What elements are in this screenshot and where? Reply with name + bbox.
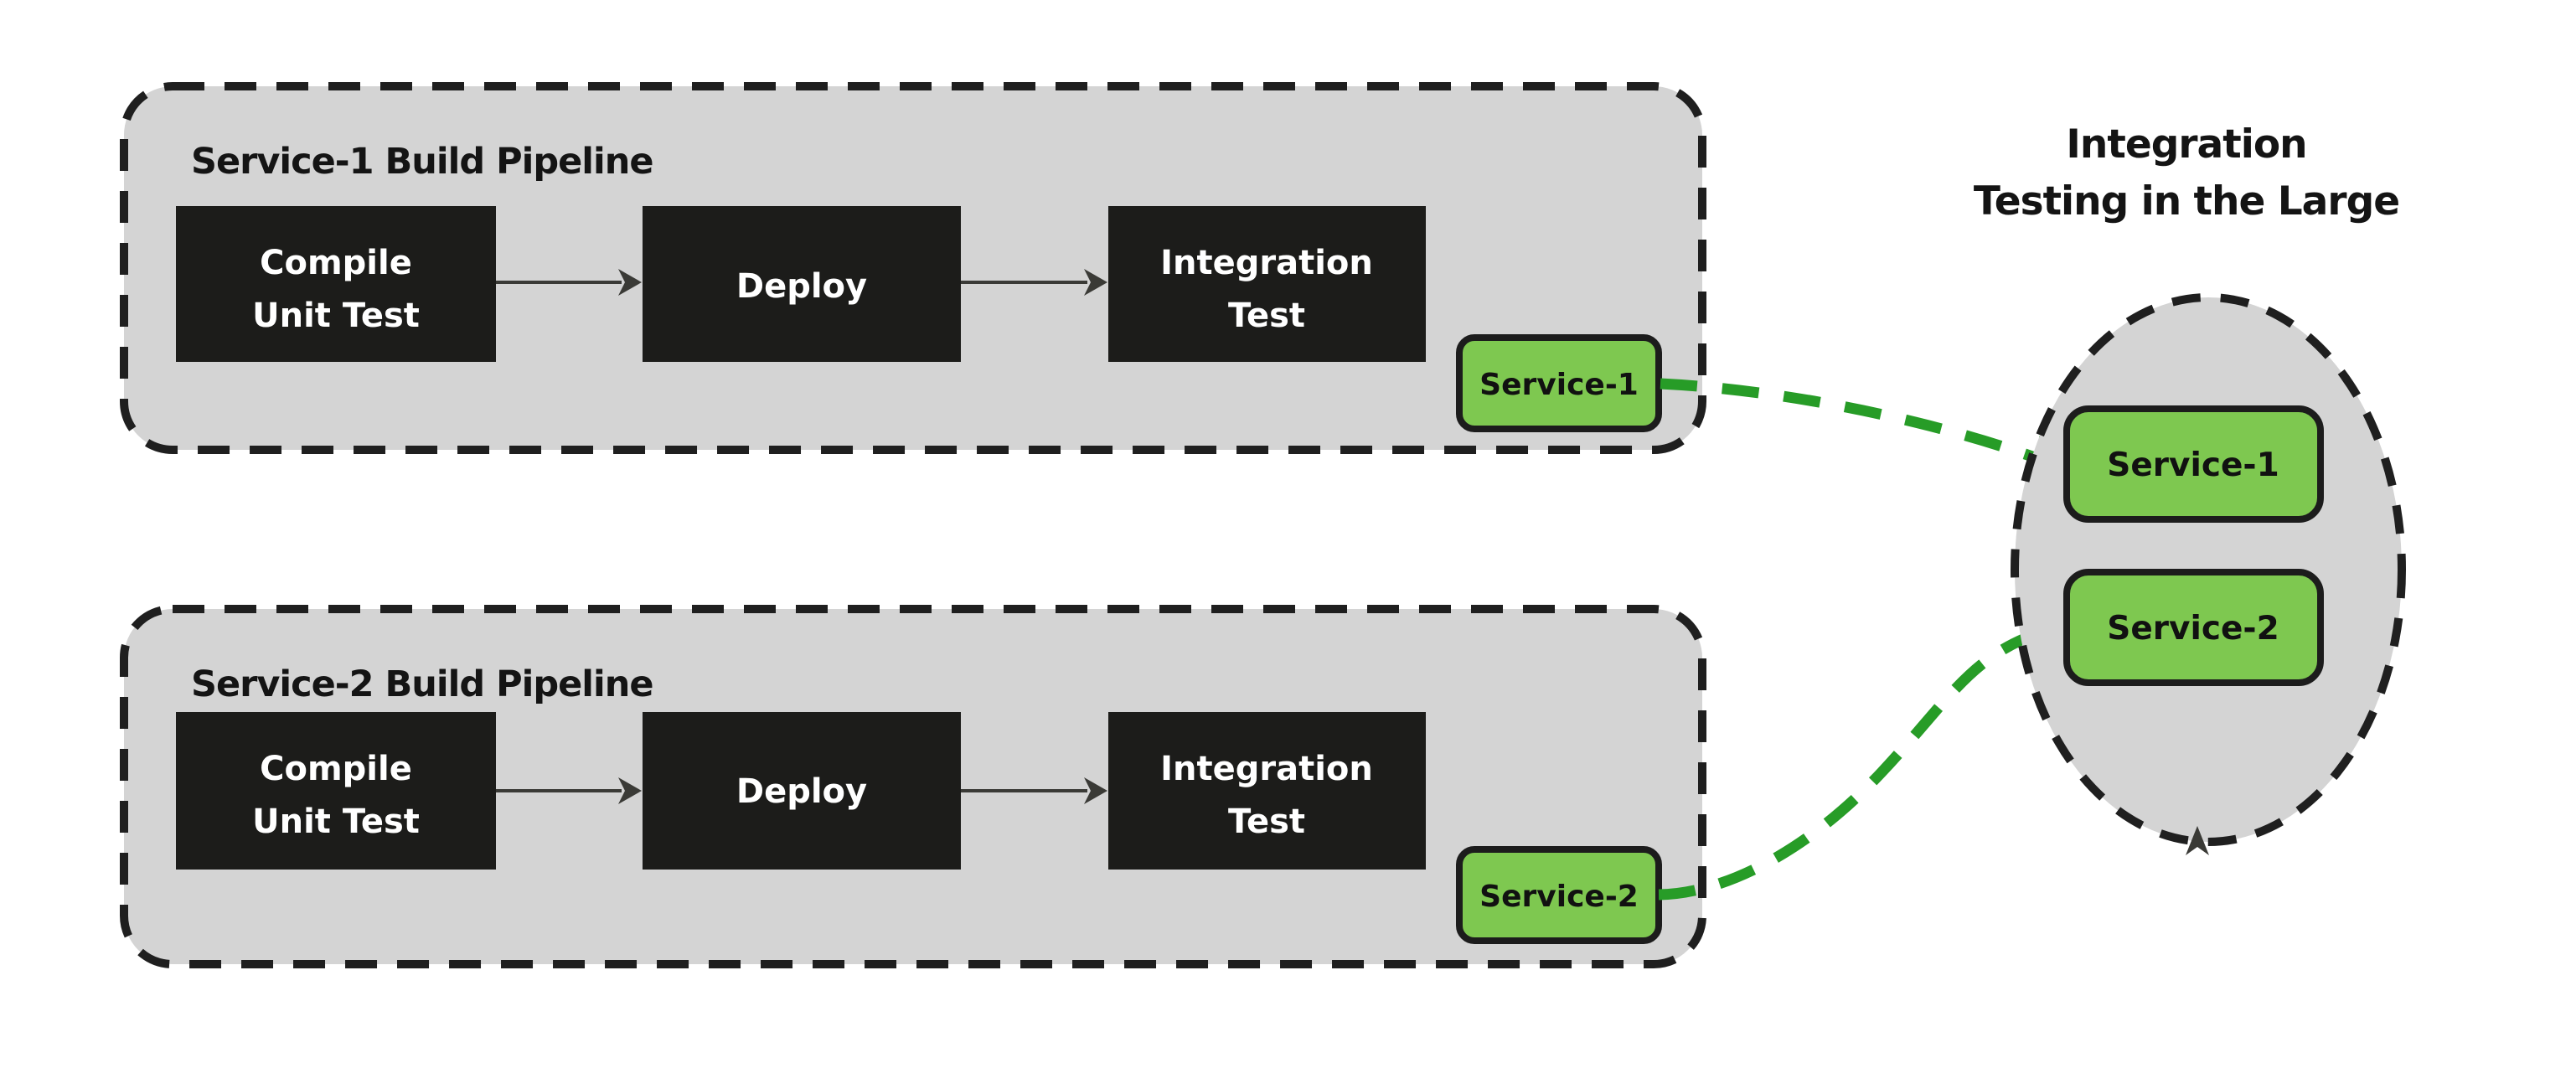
green-dashed-link — [1658, 628, 2038, 901]
link-service-1-to-env — [1660, 378, 2064, 473]
service-box-label: Service-1 — [2107, 446, 2279, 484]
stage-box — [176, 712, 496, 870]
pipeline-2-title: Service-2 Build Pipeline — [191, 663, 653, 705]
stage-label-line: Test — [1228, 803, 1305, 841]
bottom-arrowhead-icon — [2186, 826, 2209, 855]
stage-box — [643, 712, 961, 870]
stage-deploy-2: Deploy — [643, 712, 961, 870]
service-1-badge: Service-1 — [1456, 334, 1662, 432]
service-badge-box — [1456, 846, 1662, 944]
env-service-2: Service-2 — [2063, 569, 2324, 686]
stage-label-line: Compile — [260, 244, 412, 282]
service-box — [2063, 405, 2324, 523]
stage-label-line: Compile — [260, 750, 412, 788]
stage-box — [643, 206, 961, 362]
flow-arrowhead-icon — [1084, 777, 1107, 804]
pipeline-service-1: Service-1 Build Pipeline Compile Unit Te… — [120, 82, 1706, 454]
stage-label-line: Deploy — [736, 772, 867, 811]
service-2-badge: Service-2 — [1456, 846, 1662, 944]
stage-label-line: Integration — [1160, 244, 1373, 282]
stage-label-line: Unit Test — [252, 803, 420, 841]
stage-integration-test-2: Integration Test — [1108, 712, 1426, 870]
env-title-line-2: Testing in the Large — [1974, 178, 2399, 225]
stage-label-line: Unit Test — [252, 297, 420, 335]
service-badge-label: Service-2 — [1479, 880, 1639, 914]
service-badge-box — [1456, 334, 1662, 432]
stage-compile-unit-test-2: Compile Unit Test — [176, 712, 496, 870]
service-badge-label: Service-1 — [1479, 368, 1639, 402]
flow-arrowhead-icon — [1084, 269, 1107, 296]
stage-label-line: Integration — [1160, 750, 1373, 788]
stage-deploy-1: Deploy — [643, 206, 961, 362]
stage-compile-unit-test-1: Compile Unit Test — [176, 206, 496, 362]
stage-box — [1108, 712, 1426, 870]
pipeline-1-title: Service-1 Build Pipeline — [191, 141, 653, 183]
flow-arrowhead-icon — [618, 777, 642, 804]
env-service-1: Service-1 — [2063, 405, 2324, 523]
pipeline-service-2: Service-2 Build Pipeline Compile Unit Te… — [120, 605, 1706, 968]
green-dashed-link — [1660, 378, 2053, 469]
flow-arrow — [496, 269, 642, 296]
stage-label-line: Deploy — [736, 267, 867, 306]
stage-label-line: Test — [1228, 297, 1305, 335]
flow-arrowhead-icon — [618, 269, 642, 296]
flow-arrow — [961, 777, 1107, 804]
stage-box — [1108, 206, 1426, 362]
stage-box — [176, 206, 496, 362]
link-service-2-to-env — [1658, 617, 2057, 901]
flow-arrow — [961, 269, 1107, 296]
flow-arrow — [496, 777, 642, 804]
integration-environment: Integration Testing in the Large Service… — [1974, 121, 2406, 855]
env-title-line-1: Integration — [2066, 121, 2306, 168]
service-box-label: Service-2 — [2107, 610, 2279, 648]
service-box — [2063, 569, 2324, 686]
stage-integration-test-1: Integration Test — [1108, 206, 1426, 362]
